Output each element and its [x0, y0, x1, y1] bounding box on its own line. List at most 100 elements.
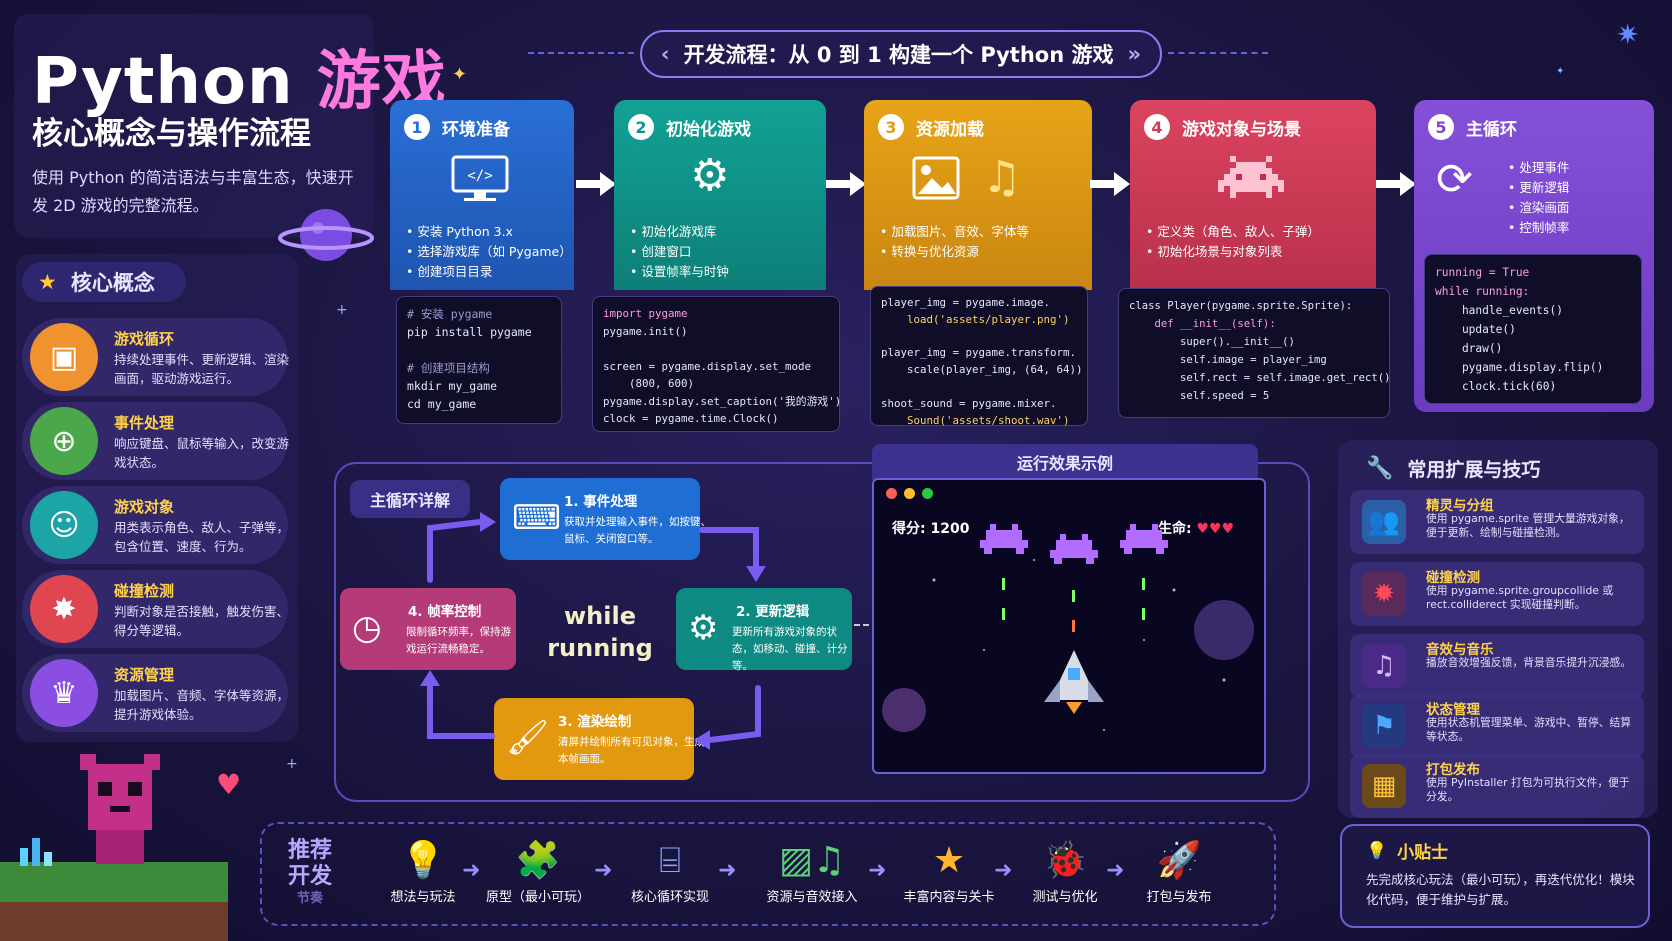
- pixel-mascot-illustration: [0, 754, 228, 941]
- burst-icon: ✸: [30, 575, 98, 643]
- flow-step-core-loop: ⌸核心循环实现: [620, 836, 720, 905]
- flow-step-idea: 💡想法与玩法: [378, 836, 468, 905]
- music-note-icon: ♫: [1362, 644, 1406, 688]
- header-divider: [1168, 52, 1268, 54]
- process-header: ‹ 开发流程：从 0 到 1 构建一个 Python 游戏 »: [640, 30, 1162, 78]
- lightbulb-icon: 💡: [400, 840, 446, 881]
- page-description: 使用 Python 的简洁语法与丰富生态，快速开发 2D 游戏的完整流程。: [32, 168, 354, 215]
- group-icon: 👥: [1362, 500, 1406, 544]
- hearts-icon: ♥♥♥: [1196, 521, 1235, 537]
- loop-step-events: ⌨ 1. 事件处理 获取并处理输入事件，如按键、鼠标、关闭窗口等。: [500, 478, 711, 560]
- code-monitor-icon: ⌸: [659, 840, 681, 881]
- loop-arrows: [420, 512, 766, 750]
- game-preview-window: 得分: 1200 生命: ♥♥♥: [872, 478, 1266, 774]
- ext-item-collision: ✹ 碰撞检测 使用 pygame.sprite.groupcollide 或 r…: [1350, 562, 1644, 626]
- flow-step-prototype: 🧩原型（最小可玩）: [486, 836, 590, 905]
- arrow-right-icon: ➜: [462, 858, 481, 883]
- burst-icon: ✹: [1362, 572, 1406, 616]
- ext-item-state: ⚑ 状态管理 使用状态机管理菜单、游戏中、暂停、结算等状态。: [1350, 694, 1644, 758]
- box-icon: ▦: [1362, 764, 1406, 808]
- refresh-icon: ⟳: [1436, 154, 1473, 205]
- ext-item-audio: ♫ 音效与音乐 播放音效增强反馈，背景音乐提升沉浸感。: [1350, 634, 1644, 698]
- sparkle-icon: ✦: [452, 64, 468, 85]
- trophy-icon: ♛: [30, 659, 98, 727]
- page-title: Python 游戏: [32, 45, 447, 119]
- star-icon: ★: [932, 840, 966, 881]
- flow-step-assets: ▨♫资源与音效接入: [748, 836, 876, 905]
- preview-heading: 运行效果示例: [872, 444, 1258, 480]
- concept-game-objects: ☺ 游戏对象 用类表示角色、敌人、子弹等，包含位置、速度、行为。: [22, 486, 289, 564]
- bug-icon: 🐞: [1042, 840, 1088, 881]
- loop-step-update: ⚙ 2. 更新逻辑 更新所有游戏对象的状态，如移动、碰撞、计分等。: [676, 588, 852, 672]
- clock-icon: ◷: [352, 608, 382, 648]
- arrow-right-icon: ➜: [718, 858, 737, 883]
- arrow-right-icon: ➜: [994, 858, 1013, 883]
- dev-rhythm-panel: [260, 822, 1276, 926]
- title-panel: [14, 14, 374, 238]
- sparkle-icon: +: [336, 302, 348, 318]
- arrow-right-icon: [576, 172, 616, 196]
- planet-icon: [278, 209, 374, 261]
- wrench-icon: 🔧: [1366, 455, 1394, 481]
- code-monitor-icon: </>: [450, 154, 510, 215]
- space-invader-icon: [1218, 156, 1284, 215]
- window-close-dot: [886, 488, 897, 499]
- tip-text: 先完成核心玩法（最小可玩），再迭代优化！模块化代码，便于维护与扩展。: [1366, 872, 1635, 907]
- image-music-icon: ▨♫: [778, 840, 846, 881]
- arrow-right-icon: ➜: [868, 858, 887, 883]
- flow-step-testing: 🐞测试与优化: [1020, 836, 1110, 905]
- puzzle-icon: 🧩: [515, 840, 561, 881]
- sparkle-icon: ✷: [1616, 18, 1640, 51]
- lightbulb-icon: 💡: [1366, 840, 1388, 861]
- loop-step-render: 🖌 3. 渲染绘制 清屏并绘制所有可见对象，生成本帧画面。: [494, 698, 705, 780]
- robot-icon: ☺: [30, 491, 98, 559]
- paintbrush-icon: 🖌: [506, 718, 550, 758]
- rocket-icon: 🚀: [1156, 840, 1202, 881]
- concept-event-handling: ⊕ 事件处理 响应键盘、鼠标等输入，改变游戏状态。: [22, 402, 289, 480]
- header-divider: [528, 52, 634, 54]
- flow-step-release: 🚀打包与发布: [1134, 836, 1224, 905]
- star-icon: ★: [38, 270, 57, 294]
- chevron-left-icon: ‹: [660, 42, 670, 66]
- arrow-right-icon: [1090, 172, 1130, 196]
- arrow-right-icon: [1376, 172, 1416, 196]
- heart-icon: ♥: [216, 768, 242, 801]
- code-block-4: class Player(pygame.sprite.Sprite): def …: [1118, 288, 1391, 418]
- sparkle-icon: ✦: [420, 62, 432, 78]
- crosshair-icon: ⊕: [30, 407, 98, 475]
- arrow-right-icon: ➜: [1106, 858, 1125, 883]
- arrow-right-icon: ➜: [594, 858, 613, 883]
- sparkle-icon: +: [286, 756, 298, 772]
- core-concepts-heading: ★核心概念: [22, 262, 186, 302]
- loop-step-framerate: ◷ 4. 帧率控制 限制循环频率，保持游戏运行流畅稳定。: [340, 588, 516, 670]
- window-maximize-dot: [922, 488, 933, 499]
- gear-icon: ⚙: [688, 608, 719, 648]
- game-scene: [882, 524, 1254, 732]
- tip-panel: 💡小贴士 先完成核心玩法（最小可玩），再迭代优化！模块化代码，便于维护与扩展。: [1340, 824, 1650, 928]
- page-subtitle: 核心概念与操作流程: [32, 116, 311, 152]
- ext-item-sprites: 👥 精灵与分组 使用 pygame.sprite 管理大量游戏对象，便于更新、绘…: [1350, 490, 1644, 554]
- music-note-icon: ♫: [982, 152, 1022, 203]
- cube-icon: ▣: [30, 323, 98, 391]
- concept-game-loop: ▣ 游戏循环 持续处理事件、更新逻辑、渲染画面，驱动游戏运行。: [22, 318, 289, 396]
- dashed-connector: [854, 624, 878, 626]
- life-label: 生命: ♥♥♥: [1158, 521, 1235, 537]
- concept-resources: ♛ 资源管理 加载图片、音频、字体等资源，提升游戏体验。: [22, 654, 289, 732]
- sparkle-icon: ✦: [1556, 66, 1565, 77]
- spaceship-icon: [1044, 650, 1104, 714]
- flag-icon: ⚑: [1362, 704, 1406, 748]
- score-label: 得分: 1200: [892, 521, 970, 537]
- code-block-3: player_img = pygame.image. load('assets/…: [870, 286, 1088, 427]
- flow-step-content: ★丰富内容与关卡: [890, 836, 1008, 905]
- gear-icon: ⚙: [690, 150, 730, 201]
- main-loop-panel: [334, 462, 1310, 802]
- window-minimize-dot: [904, 488, 915, 499]
